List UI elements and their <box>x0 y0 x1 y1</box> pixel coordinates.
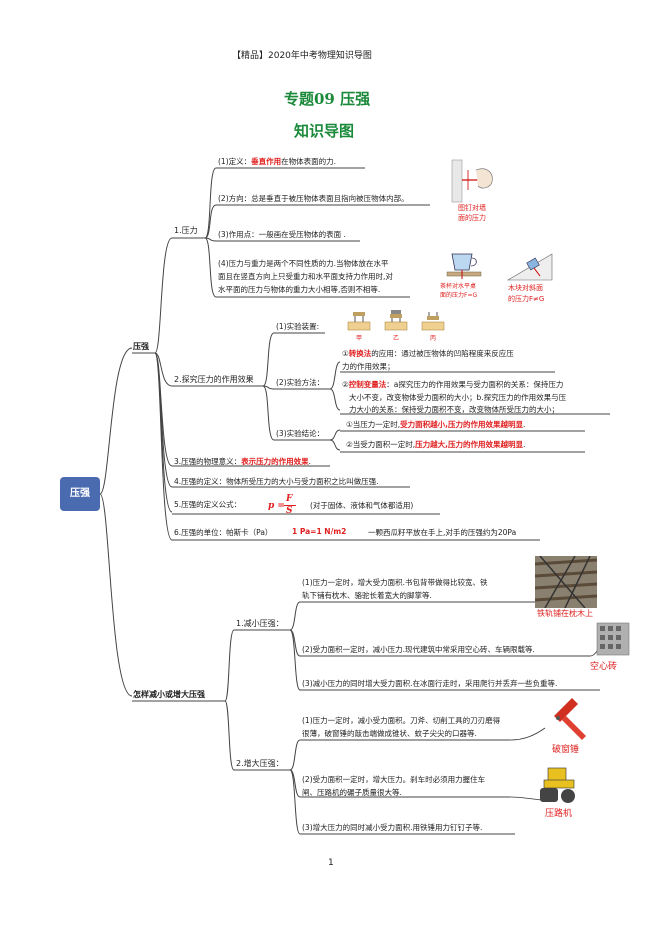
pressure-meaning: 3.压强的物理意义：表示压力的作用效果. <box>174 457 312 466</box>
experiment-method-label: (2)实验方法： <box>276 378 325 387</box>
increase-1-line2: 很薄，破窗锤的敲击端做成锥状、蚊子尖尖的口器等. <box>302 729 477 738</box>
caption-road-roller: 压路机 <box>545 809 573 819</box>
caption-cup-1: 茶杯对水平桌 <box>440 283 477 290</box>
method-control: ②控制变量法：a探究压力的作用效果与受力面积的关系：保持压力 <box>342 380 564 389</box>
method-control-line2: 大小不变，改变物体受力面积的大小；b.探究压力的作用效果与压 <box>349 393 567 402</box>
explore-effect-label: 2.探究压力的作用效果 <box>174 375 254 384</box>
force-direction: (2)方向：总是垂直于被压物体表面且指向被压物体内部。 <box>218 194 409 203</box>
method-conversion: ①转换法的应用：通过被压物体的凹陷程度来反应压 <box>342 349 514 358</box>
decrease-2: (2)受力面积一定时，减小压力.现代建筑中常采用空心砖、车辆限载等. <box>302 645 535 654</box>
pressure-unit-definition: 1 Pa=1 N/m2 <box>292 527 347 536</box>
pressure-force-label: 1.压力 <box>174 226 198 235</box>
railway-sleepers-image <box>535 556 597 608</box>
caption-cup-2: 面的压力F=G <box>440 292 478 299</box>
pressure-unit: 6.压强的单位：帕斯卡（Pa） <box>174 528 273 537</box>
caption-block-1: 木块对斜面 <box>508 284 543 292</box>
method-conversion-line2: 力的作用效果； <box>342 362 395 371</box>
thumbtack-wall-image <box>451 159 493 203</box>
root-node: 压强 <box>60 477 100 511</box>
force-gravity-line1: (4)压力与重力是两个不同性质的力.当物体放在水平 <box>218 259 389 268</box>
decrease-1-line2: 轨下铺有枕木、骆驼长着宽大的脚掌等. <box>302 591 432 600</box>
pressure-formula-note: (对于固体、液体和气体都适用) <box>310 501 414 510</box>
caption-hollow-brick: 空心砖 <box>590 662 618 672</box>
increase-1-line1: (1)压力一定时，减小受力面积。刀斧、切削工具的刀刃磨得 <box>302 716 501 725</box>
cup-on-table-image <box>446 253 482 279</box>
caption-railway: 铁轨铺在枕木上 <box>537 609 593 618</box>
caption-safety-hammer: 破窗锤 <box>552 745 580 755</box>
block-on-incline-image <box>506 253 553 281</box>
caption-thumbtack-1: 图钉对墙 <box>458 204 486 212</box>
page-subtitle: 知识导图 <box>294 122 355 140</box>
increase-2-line2: 闸、压路机的碾子质量很大等. <box>302 788 402 797</box>
increase-3: (3)增大压力的同时减小受力面积.用铁锤用力钉钉子等. <box>302 823 483 832</box>
pressure-definition: 4.压强的定义：物体所受压力的大小与受力面积之比叫做压强. <box>174 477 379 486</box>
force-point: (3)作用点：一般画在受压物体的表面 . <box>218 230 346 239</box>
decrease-pressure-label: 1.减小压强： <box>236 619 284 628</box>
increase-2-line1: (2)受力面积一定时，增大压力。刹车时必须用力握住车 <box>302 775 486 784</box>
page-number: 1 <box>328 858 334 868</box>
caption-thumbtack-2: 面的压力 <box>458 214 486 222</box>
pressure-unit-example: 一颗西瓜籽平放在手上,对手的压强约为20Pa <box>368 528 517 537</box>
experiment-conclusion-label: (3)实验结论： <box>276 429 325 438</box>
decrease-1-line1: (1)压力一定时，增大受力面积.书包背带做得比较宽、铁 <box>302 578 488 587</box>
safety-hammer-image <box>554 698 586 740</box>
pressure-formula-label: 5.压强的定义公式： <box>174 500 242 509</box>
decrease-3: (3)减小压力的同时增大受力面积.在冰面行走时，采用爬行并丢弃一些负重等. <box>302 679 558 688</box>
branch-change-pressure-label: 怎样减小或增大压强 <box>133 690 205 699</box>
experiment-device-label: (1)实验装置: <box>276 322 320 331</box>
page-title: 专题09 压强 <box>284 90 371 108</box>
branch-pressure-label: 压强 <box>133 342 149 351</box>
force-gravity-line2: 面且在竖直方向上只受重力和水平面支持力作用时,对 <box>218 272 393 281</box>
force-definition: (1)定义：垂直作用在物体表面的力. <box>218 157 337 166</box>
page-header: 【精品】2020年中考物理知识导图 <box>232 51 372 61</box>
label-jia: 甲 <box>356 335 363 342</box>
label-bing: 丙 <box>430 335 437 342</box>
hollow-brick-image <box>596 622 630 656</box>
caption-block-2: 的压力F≠G <box>508 295 545 303</box>
label-yi: 乙 <box>393 335 400 342</box>
conclusion-2: ②当受力面积一定时,压力越大,压力的作用效果越明显. <box>346 440 526 449</box>
conclusion-1: ①当压力一定时,受力面积越小,压力的作用效果越明显. <box>346 420 526 429</box>
increase-pressure-label: 2.增大压强： <box>236 759 284 768</box>
experiment-device-image <box>347 310 445 331</box>
method-control-line3: 力大小的关系：保持受力面积不变，改变物体所受压力的大小； <box>349 405 559 414</box>
force-gravity-line3: 水平面的压力与物体的重力大小相等,否则不相等. <box>218 285 381 294</box>
road-roller-image <box>540 767 575 803</box>
